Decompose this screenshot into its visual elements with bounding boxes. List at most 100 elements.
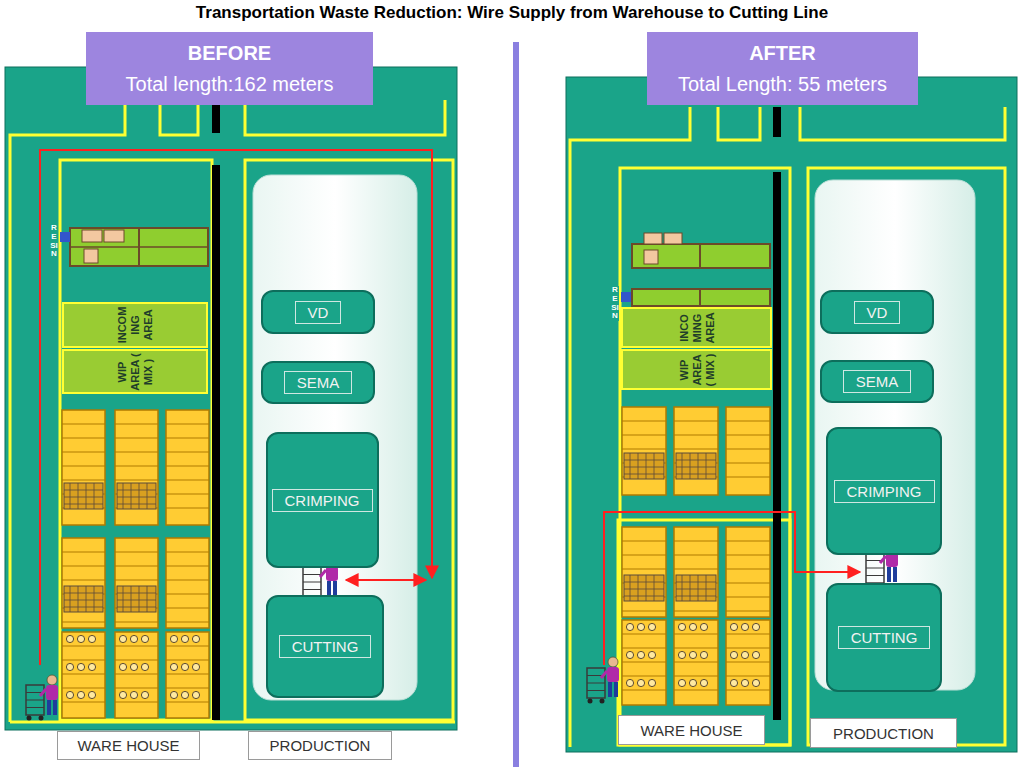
drawing-part xyxy=(181,635,188,642)
node-text: VD xyxy=(295,301,342,324)
node-text: WARE HOUSE xyxy=(641,722,743,739)
node-text: WARE HOUSE xyxy=(78,737,180,754)
machine-box: CUTTING xyxy=(266,595,384,698)
drawing-part xyxy=(648,623,655,630)
drawing-part xyxy=(674,554,718,555)
drawing-part xyxy=(62,673,105,674)
drawing-part xyxy=(608,682,612,697)
drawing-part xyxy=(192,635,199,642)
drawing-part xyxy=(637,651,644,658)
drawing-part xyxy=(166,579,209,580)
drawing-part xyxy=(139,483,140,509)
drawing-part xyxy=(676,575,716,601)
drawing-part xyxy=(115,423,158,424)
drawing-part xyxy=(94,483,95,509)
drawing-part xyxy=(726,568,770,569)
drawing-part xyxy=(166,632,209,718)
drawing-part xyxy=(115,465,158,466)
drawing-part xyxy=(123,483,124,509)
node-text: CUTTING xyxy=(279,635,372,658)
drawing-part xyxy=(726,420,770,421)
drawing-part xyxy=(587,668,605,698)
drawing-part xyxy=(115,659,158,660)
drawing-part xyxy=(601,671,607,678)
drawing-part xyxy=(88,635,95,642)
drawing-part xyxy=(115,579,158,580)
header-box: AFTERTotal Length: 55 meters xyxy=(647,32,918,105)
drawing-part xyxy=(166,565,209,566)
drawing-part xyxy=(130,635,137,642)
drawing-part xyxy=(866,575,884,576)
drawing-part xyxy=(131,586,132,612)
drawing-part xyxy=(624,582,664,583)
drawing-part xyxy=(115,451,158,452)
drawing-part xyxy=(689,651,696,658)
drawing-part xyxy=(726,407,770,495)
machine-box: SEMA xyxy=(820,360,934,403)
node-text: AFTER xyxy=(749,42,816,65)
drawing-part xyxy=(674,647,718,648)
drawing-part xyxy=(626,651,633,658)
drawing-part xyxy=(726,582,770,583)
drawing-part xyxy=(77,663,84,670)
drawing-part xyxy=(624,460,664,461)
node-text: CUTTING xyxy=(838,626,931,649)
drawing-part xyxy=(676,460,716,461)
node-text: INCO MING AREA xyxy=(677,310,716,345)
drawing-part xyxy=(166,493,209,494)
drawing-part xyxy=(166,645,209,646)
drawing-part xyxy=(166,507,209,508)
drawing-part xyxy=(166,621,209,622)
drawing-part xyxy=(674,540,718,541)
drawing-part xyxy=(674,407,718,495)
drawing-part xyxy=(139,586,140,612)
drawing-part xyxy=(726,527,770,617)
drawing-part xyxy=(115,632,158,718)
drawing-part xyxy=(62,465,105,466)
drawing-part xyxy=(192,691,199,698)
drawing-part xyxy=(166,593,209,594)
node-text: SEMA xyxy=(843,370,912,393)
drawing-part xyxy=(70,586,71,612)
drawing-part xyxy=(62,632,105,718)
drawing-part xyxy=(130,663,137,670)
drawing-part xyxy=(166,673,209,674)
drawing-part xyxy=(648,679,655,686)
drawing-part xyxy=(64,600,103,601)
drawing-part xyxy=(614,682,618,697)
drawing-part xyxy=(622,568,666,569)
drawing-part xyxy=(887,567,891,582)
drawing-part xyxy=(26,707,44,708)
drawing-part xyxy=(676,453,716,479)
drawing-part xyxy=(26,700,44,701)
drawing-part xyxy=(698,575,699,601)
drawing-part xyxy=(77,691,84,698)
drawing-part xyxy=(678,623,685,630)
area-label-box: PRODUCTION xyxy=(248,731,392,760)
drawing-part xyxy=(674,661,718,662)
machine-box: SEMA xyxy=(261,361,375,404)
drawing-part xyxy=(115,551,158,552)
drawing-part xyxy=(326,566,338,581)
drawing-part xyxy=(117,504,156,505)
drawing-part xyxy=(622,610,666,611)
drawing-part xyxy=(64,483,103,509)
drawing-part xyxy=(726,596,770,597)
drawing-part xyxy=(117,497,156,498)
after-plan xyxy=(566,77,1017,752)
divider xyxy=(513,42,519,767)
drawing-part xyxy=(141,663,148,670)
drawing-part xyxy=(26,685,44,715)
drawing-part xyxy=(39,716,44,721)
drawing-part xyxy=(40,689,46,696)
drawing-part xyxy=(893,567,897,582)
drawing-part xyxy=(166,701,209,702)
drawing-part xyxy=(638,575,639,601)
drawing-part xyxy=(726,647,770,648)
drawing-part xyxy=(117,593,156,594)
drawing-part xyxy=(622,689,666,690)
drawing-part xyxy=(115,687,158,688)
drawing-part xyxy=(637,623,644,630)
